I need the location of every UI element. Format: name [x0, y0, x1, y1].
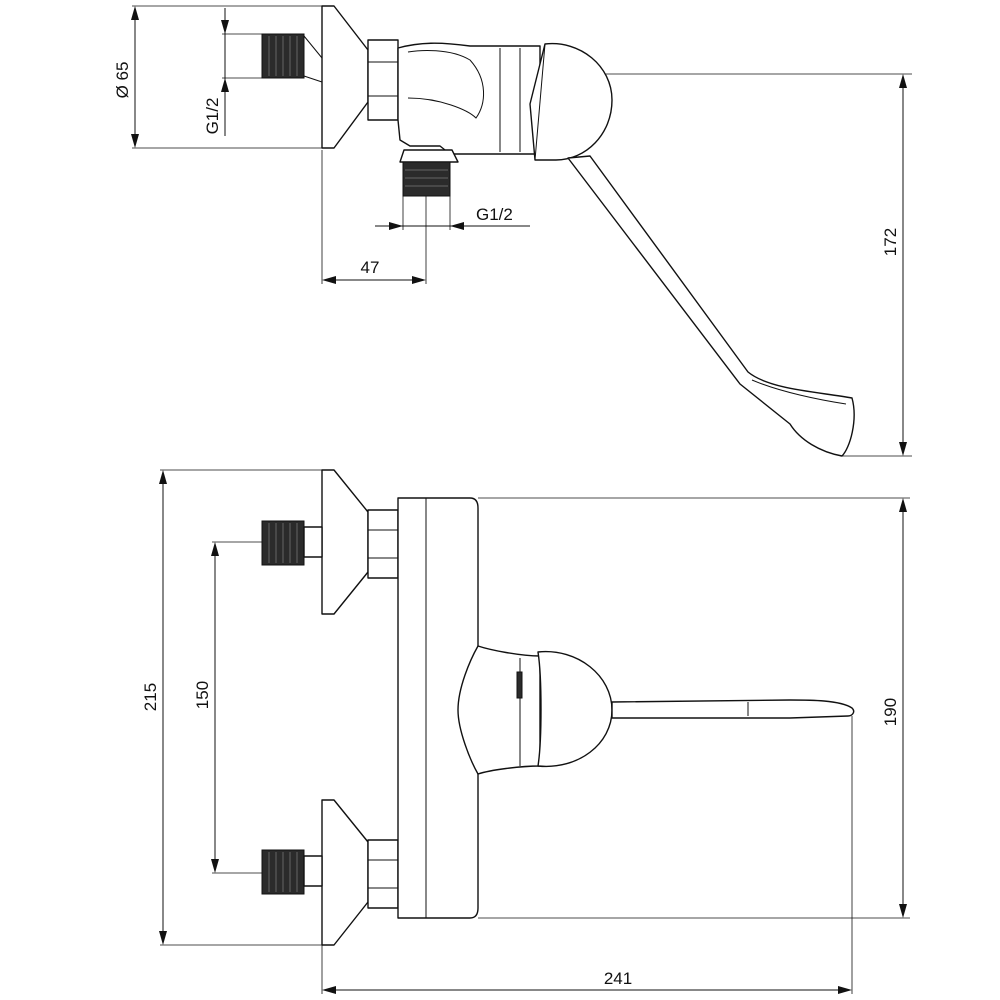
lever-height-dimension: 172 [881, 74, 907, 456]
lower-rosette [321, 799, 369, 946]
lever-handle-top [567, 155, 855, 457]
overall-height-label: 215 [141, 683, 160, 711]
upper-inlet-connector [261, 520, 323, 566]
top-view: Ø 65 G1/2 G1/2 47 172 [113, 5, 912, 457]
front-view: 215 150 190 241 [141, 469, 910, 994]
lever-cap-front [537, 650, 613, 768]
lever-height-label: 172 [881, 228, 900, 256]
mixer-body-top [397, 42, 541, 155]
body-height-dimension: 190 [881, 498, 907, 918]
outlet-thread-dimension: G1/2 [375, 205, 530, 230]
upper-rosette [321, 469, 369, 615]
diameter-dimension: Ø 65 [113, 6, 139, 148]
indicator-mark [516, 671, 523, 699]
wall-rosette-top [321, 5, 369, 149]
inlet-spacing-label: 150 [193, 681, 212, 709]
body-height-label: 190 [881, 698, 900, 726]
hex-nut-top [367, 39, 399, 121]
cartridge-housing [457, 645, 541, 775]
lower-hex-nut [367, 839, 399, 909]
lower-inlet-connector [261, 849, 323, 895]
inlet-thread-label: G1/2 [203, 98, 222, 135]
diameter-label: Ø 65 [113, 62, 132, 99]
upper-hex-nut [367, 509, 399, 579]
lever-handle-front [611, 699, 855, 719]
outlet-offset-dimension: 47 [322, 258, 426, 284]
outlet-offset-label: 47 [361, 258, 380, 277]
inlet-connector-top [261, 33, 323, 83]
overall-height-dimension: 215 [141, 470, 167, 945]
outlet-connector [399, 149, 459, 197]
inlet-thread-dimension: G1/2 [203, 8, 229, 136]
outlet-thread-label: G1/2 [476, 205, 513, 224]
inlet-spacing-dimension: 150 [193, 542, 219, 873]
mixer-body-front [397, 497, 479, 919]
lever-cap-top [529, 42, 613, 161]
overall-width-dimension: 241 [322, 969, 852, 994]
overall-width-label: 241 [604, 969, 632, 988]
